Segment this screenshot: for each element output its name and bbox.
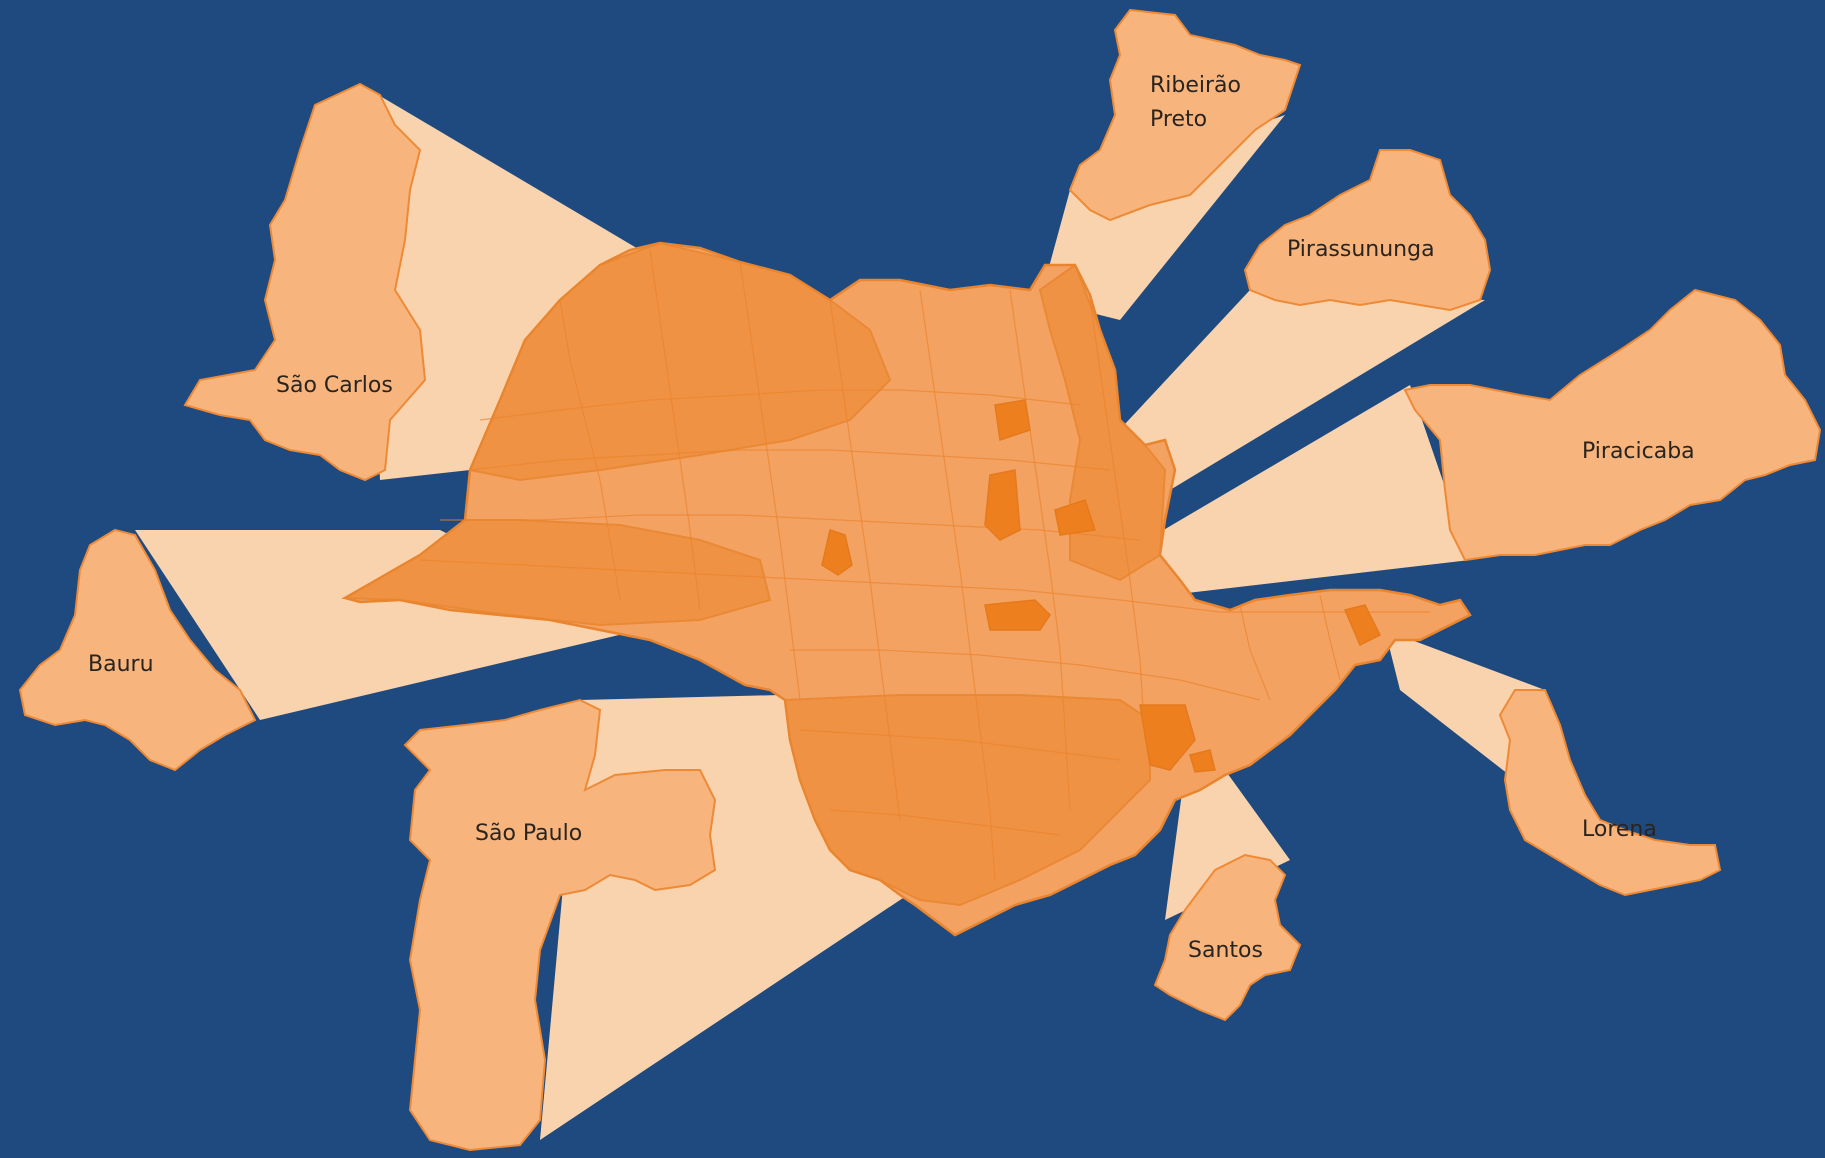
municipal-line — [1319, 594, 1341, 681]
municipal-line — [419, 559, 1430, 613]
label-piracicaba: Piracicaba — [1582, 439, 1695, 464]
municipal-line — [1009, 289, 1071, 811]
highlight-sao-carlos — [984, 469, 1021, 541]
city-labels: São Carlos Ribeirão Preto Pirassununga P… — [88, 73, 1695, 963]
label-pirassununga: Pirassununga — [1287, 237, 1435, 262]
label-lorena: Lorena — [1582, 817, 1657, 842]
label-ribeirao-preto-line1: Ribeirão — [1150, 73, 1241, 98]
municipal-line — [440, 514, 1141, 541]
city-insets — [18, 8, 1822, 1152]
municipal-line — [790, 649, 1261, 701]
beam-pirassununga — [1110, 290, 1485, 490]
inset-lorena — [1498, 689, 1722, 897]
south-band — [783, 694, 1151, 907]
municipal-line — [739, 261, 801, 701]
municipal-line — [649, 249, 701, 611]
municipal-line — [469, 449, 1111, 471]
label-santos: Santos — [1188, 938, 1263, 963]
highlight-pirassununga — [1054, 499, 1096, 536]
municipal-line — [829, 809, 1061, 836]
highlight-bauru — [821, 529, 853, 576]
highlight-sao-paulo — [1139, 704, 1196, 771]
beam-piracicaba — [1155, 385, 1470, 595]
beam-sao-carlos — [360, 84, 640, 480]
label-bauru: Bauru — [88, 652, 154, 677]
municipal-line — [1089, 299, 1146, 741]
inset-piracicaba — [1403, 288, 1822, 562]
inset-ribeirao-preto — [1068, 8, 1302, 222]
municipal-line — [919, 289, 996, 881]
municipal-line — [829, 299, 901, 821]
highlight-lorena — [1343, 604, 1382, 647]
highlighted-municipalities — [821, 399, 1382, 773]
beam-ribeirao-preto — [1040, 115, 1285, 320]
state-territory — [341, 241, 1472, 937]
inset-sao-paulo — [403, 698, 717, 1152]
label-ribeirao-preto-line2: Preto — [1150, 107, 1207, 132]
inset-pirassununga — [1243, 149, 1492, 312]
highlight-piracicaba — [984, 599, 1051, 631]
highlight-ribeirao-preto — [994, 399, 1031, 441]
east-band — [1038, 263, 1167, 582]
label-sao-carlos: São Carlos — [276, 373, 393, 398]
label-sao-paulo: São Paulo — [475, 821, 582, 846]
inset-bauru — [18, 528, 257, 772]
municipal-boundaries — [419, 249, 1430, 881]
beam-santos — [1165, 770, 1290, 920]
municipal-line — [479, 389, 1081, 421]
inset-sao-carlos — [183, 82, 427, 482]
municipal-line — [1239, 604, 1271, 701]
highlight-santos — [1189, 749, 1216, 773]
municipal-line — [559, 299, 621, 601]
inset-santos — [1153, 853, 1302, 1022]
